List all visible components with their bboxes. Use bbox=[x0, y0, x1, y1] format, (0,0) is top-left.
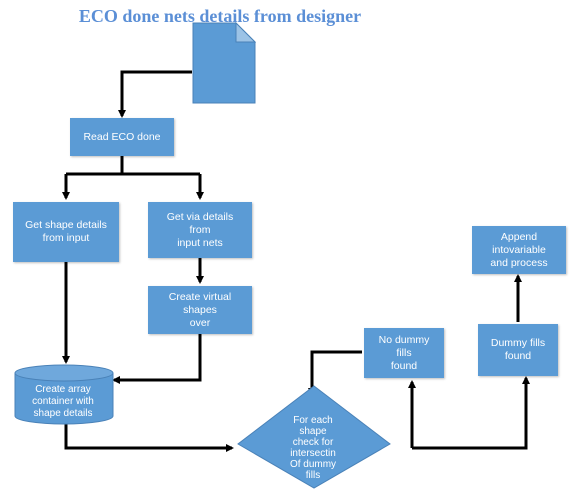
arrow-array-to-decision bbox=[64, 424, 234, 452]
read-eco-done-label: Read ECO done bbox=[83, 130, 161, 143]
read-eco-done-box: Read ECO done bbox=[70, 118, 174, 156]
arrow-doc-to-read bbox=[118, 70, 192, 118]
create-virtual-shapes-box: Create virtual shapes over bbox=[148, 286, 252, 334]
arrow-decision-to-dummy bbox=[412, 376, 530, 450]
create-virtual-shapes-label: Create virtual shapes over bbox=[168, 290, 232, 329]
diagram-title: ECO done nets details from designer bbox=[78, 6, 362, 26]
get-via-details-label: Get via details from input nets bbox=[166, 210, 234, 249]
no-dummy-fills-label: No dummy fills found bbox=[378, 333, 430, 372]
decision-label-wrap: For each shape check for intersectin Of … bbox=[268, 410, 358, 486]
dummy-fills-found-label: Dummy fills found bbox=[490, 337, 546, 362]
create-array-label-wrap: Create array container with shape detail… bbox=[14, 382, 112, 422]
dummy-fills-found-box: Dummy fills found bbox=[478, 324, 558, 376]
arrow-virtual-to-array bbox=[112, 334, 202, 384]
no-dummy-fills-box: No dummy fills found bbox=[364, 328, 444, 378]
array-container-cylinder bbox=[14, 364, 114, 425]
get-via-details-box: Get via details from input nets bbox=[148, 202, 252, 258]
append-into-variable-label: Append intovariable and process bbox=[490, 230, 548, 269]
create-array-label: Create array container with shape detail… bbox=[32, 384, 94, 419]
document-icon bbox=[192, 22, 256, 104]
arrow-nodummy-loop bbox=[308, 350, 362, 396]
decision-label: For each shape check for intersectin Of … bbox=[289, 415, 337, 481]
decision-diamond bbox=[237, 385, 391, 489]
get-shape-details-label: Get shape details from input bbox=[25, 219, 107, 244]
append-into-variable-box: Append intovariable and process bbox=[472, 226, 566, 274]
get-shape-details-box: Get shape details from input bbox=[13, 202, 119, 262]
